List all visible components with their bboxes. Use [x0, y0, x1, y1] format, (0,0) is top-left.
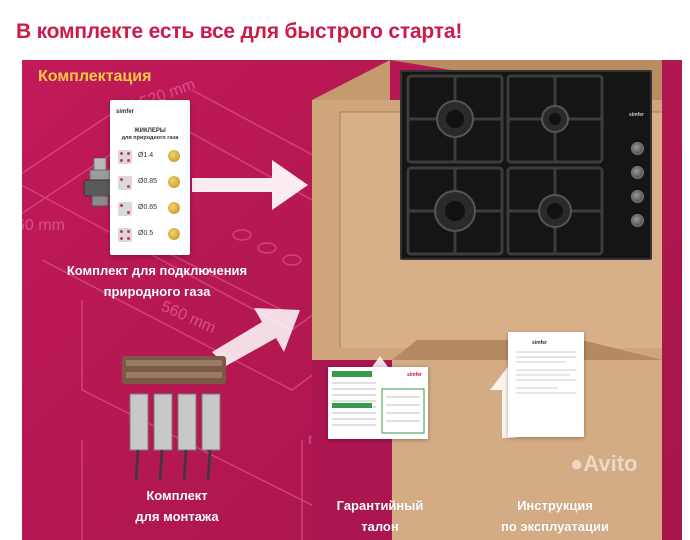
nozzle-row: Ø0.5	[118, 226, 184, 244]
cutout-drawing	[22, 89, 404, 540]
nozzle-jet-icon	[168, 228, 180, 240]
mount-kit-caption: Комплект для монтажа	[122, 485, 232, 527]
avito-watermark: ●Avito	[570, 451, 637, 477]
hob-grates	[406, 74, 604, 256]
hob-knob	[631, 214, 644, 227]
warranty-card-lines	[332, 371, 425, 434]
warranty-brand: simfer	[406, 372, 422, 378]
nozzle-size: Ø0.65	[138, 204, 158, 211]
warranty-caption-line2: талон	[361, 519, 399, 534]
manual-caption: Инструкция по эксплуатации	[490, 495, 620, 537]
nozzle-jet-icon	[168, 202, 180, 214]
section-title: Комплектация	[38, 68, 152, 85]
nozzle-card-title: ЖИКЛЕРЫ	[134, 128, 166, 134]
mounting-kit-icon	[122, 356, 226, 481]
hob-knob	[631, 142, 644, 155]
manual-caption-line2: по эксплуатации	[501, 519, 609, 534]
nozzle-row: Ø0.85	[118, 174, 184, 192]
hob-brand: simfer	[628, 112, 644, 118]
nozzle-row: Ø0.65	[118, 200, 184, 218]
nozzle-jet-icon	[168, 176, 180, 188]
arrow-gas-kit	[192, 160, 308, 210]
warranty-card: simfer	[328, 367, 428, 439]
hob-knob	[631, 166, 644, 179]
nozzle-jet-icon	[168, 150, 180, 162]
avito-logo-icon: ●	[570, 451, 584, 476]
warranty-caption-line1: Гарантийный	[336, 498, 424, 513]
nozzle-size: Ø1.4	[138, 152, 154, 159]
manual-brand: simfer	[532, 340, 548, 346]
hob-knob	[631, 190, 644, 203]
mount-kit-caption-line1: Комплект	[146, 488, 208, 503]
gas-kit-caption: Комплект для подключения природного газа	[52, 260, 262, 302]
mount-kit-caption-line2: для монтажа	[135, 509, 219, 524]
gas-kit-caption-line1: Комплект для подключения	[66, 263, 248, 278]
gas-kit-caption-line2: природного газа	[103, 284, 211, 299]
dim-560: 560 mm	[158, 298, 218, 337]
nozzle-card-brand: simfer	[116, 109, 135, 115]
nozzle-card-subtitle: для природного газа	[121, 135, 179, 141]
warranty-caption: Гарантийный талон	[330, 495, 430, 537]
arrow-mount-kit	[212, 308, 300, 366]
nozzle-row: Ø1.4	[118, 148, 184, 166]
page-headline: В комплекте есть все для быстрого старта…	[16, 20, 463, 43]
gas-hob: simfer	[400, 70, 652, 260]
instruction-manual: simfer	[508, 332, 584, 437]
manual-caption-line1: Инструкция	[517, 498, 593, 513]
avito-watermark-text: Avito	[583, 451, 638, 476]
nozzle-size: Ø0.5	[138, 230, 154, 237]
gas-fitting-icon	[83, 158, 117, 207]
dim-60: 60 mm	[22, 217, 65, 234]
manual-text-lines	[516, 351, 576, 394]
nozzle-size: Ø0.85	[138, 178, 158, 185]
nozzle-card: simfer ЖИКЛЕРЫ для природного газа Ø1.4 …	[110, 100, 190, 255]
